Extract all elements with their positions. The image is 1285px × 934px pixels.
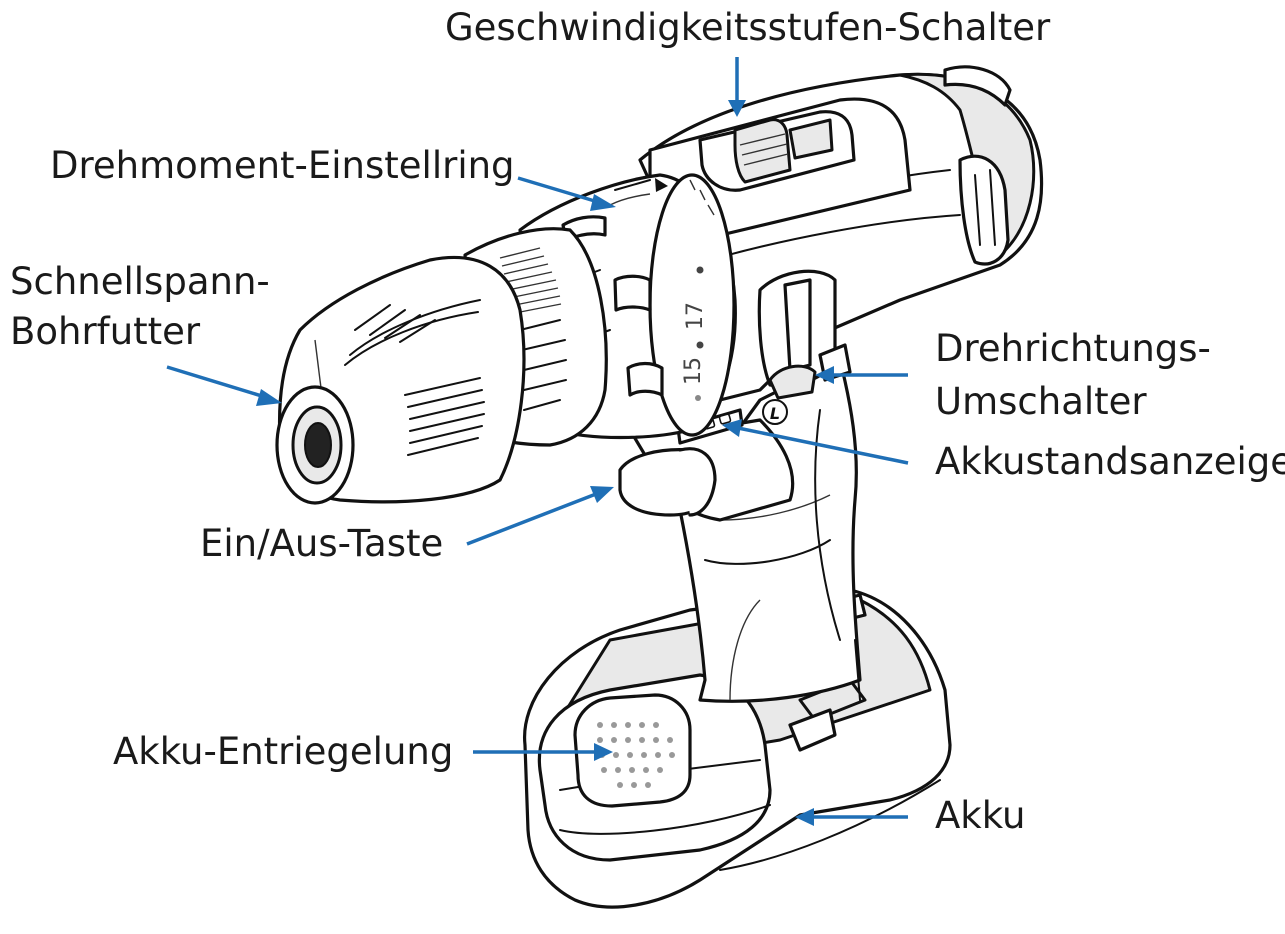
release-grip-dots (597, 722, 675, 788)
direction-marking-text: L (770, 404, 780, 423)
power-trigger[interactable] (618, 447, 717, 517)
arrow-speed-switch (728, 57, 746, 117)
label-direction-line1: Drehrichtungs- (935, 327, 1211, 370)
chuck-knurling (499, 247, 567, 411)
direction-marking: L (762, 399, 788, 425)
label-power-button: Ein/Aus-Taste (200, 522, 444, 565)
arrow-chuck (166, 365, 282, 406)
arrow-power-button (466, 486, 614, 546)
torque-scale-text: 17 15 (681, 266, 708, 401)
arrow-battery-release (473, 743, 613, 761)
label-battery: Akku (935, 794, 1026, 837)
arrow-battery-indicator (722, 419, 909, 465)
arrow-direction-switch (815, 366, 908, 384)
torque-value-17: 17 (683, 302, 708, 330)
speed-switch[interactable] (698, 110, 856, 192)
label-direction-line2: Umschalter (935, 380, 1147, 423)
label-battery-release: Akku-Entriegelung (113, 730, 454, 773)
torque-value-15: 15 (681, 357, 706, 385)
battery-release-button[interactable] (573, 693, 692, 808)
label-chuck-line2: Bohrfutter (10, 310, 201, 353)
label-speed-switch: Geschwindigkeitsstufen-Schalter (445, 6, 1051, 49)
keyless-chuck[interactable] (275, 227, 608, 505)
label-battery-indicator: Akkustandsanzeige (935, 440, 1285, 483)
arrow-battery (795, 808, 908, 826)
label-chuck-line1: Schnellspann- (10, 260, 270, 303)
arrow-torque-ring (517, 176, 616, 211)
label-torque-ring: Drehmoment-Einstellring (50, 144, 515, 187)
